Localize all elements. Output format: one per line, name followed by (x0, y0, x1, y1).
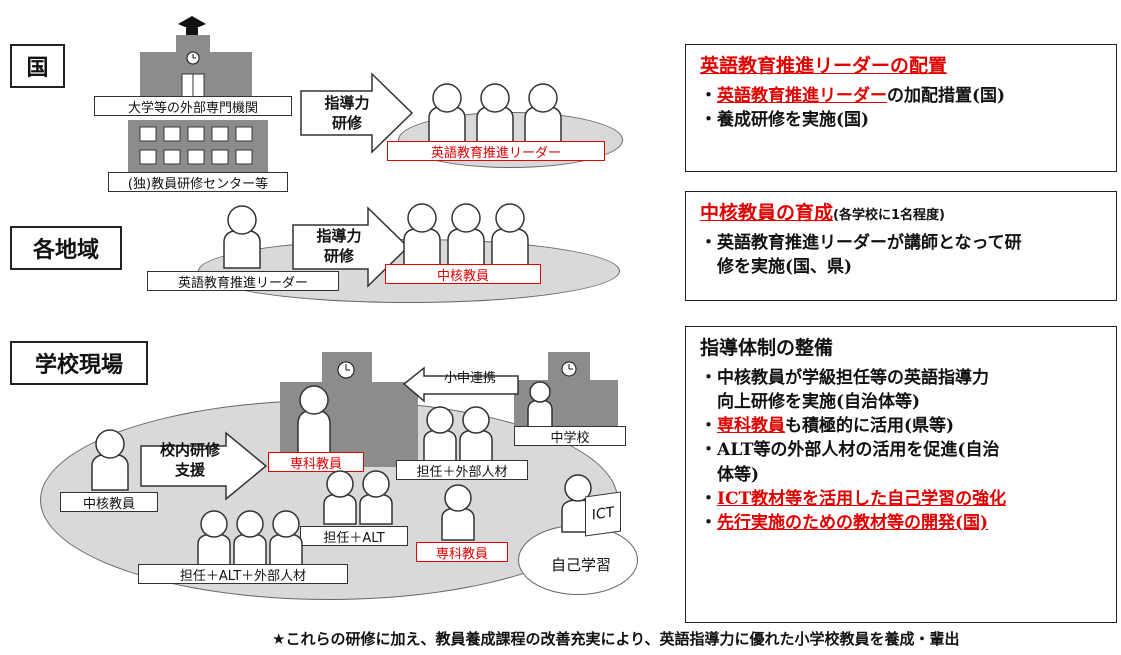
university-building-icon (140, 16, 252, 101)
core-teacher-label-regional: 中核教員 (385, 264, 541, 284)
leader-figures-icon (428, 83, 562, 147)
homeroom-external-figures-icon (423, 406, 493, 463)
homeroom-alt-external-label: 担任＋ALT＋外部人材 (138, 564, 348, 584)
school-core-teacher-figure-icon (91, 429, 129, 491)
panel2-heading: 中核教員の育成(各学校に1名程度) (700, 202, 945, 224)
panel-core-teacher-training: 中核教員の育成(各学校に1名程度) ・英語教育推進リーダーが講師となって研 修を… (685, 191, 1117, 301)
specialist-label-1: 専科教員 (268, 452, 364, 472)
panel-teaching-system: 指導体制の整備 ・中核教員が学級担任等の英語指導力 向上研修を実施(自治体等) … (685, 326, 1117, 623)
ict-device: ICT (585, 491, 621, 537)
specialist-figure-icon (441, 484, 475, 541)
training-arrow-text: 指導力研修 (324, 94, 370, 133)
homeroom-alt-figures-icon (323, 470, 393, 525)
panel3-item1: ・中核教員が学級担任等の英語指導力 向上研修を実施(自治体等) (700, 368, 989, 413)
homeroom-alt-label: 担任＋ALT (300, 526, 408, 546)
junior-high-building-icon (514, 352, 618, 433)
homeroom-alt-external-figures-icon (197, 510, 303, 567)
panel3-item5: ・先行実施のための教材等の開発(国) (700, 512, 989, 533)
junior-high-label: 中学校 (514, 426, 626, 446)
panel-leader-placement: 英語教育推進リーダーの配置 ・英語教育推進リーダーの加配措置(国) ・養成研修を… (685, 44, 1117, 172)
panel1-heading: 英語教育推進リーダーの配置 (700, 55, 948, 77)
level-school: 学校現場 (10, 341, 148, 385)
panel1-item2: ・養成研修を実施(国) (700, 110, 870, 131)
panel3-item2: ・専科教員も積極的に活用(県等) (700, 416, 955, 437)
regional-arrow-text: 指導力研修 (316, 227, 362, 266)
level-national: 国 (10, 44, 65, 88)
panel3-item4: ・ICT教材等を活用した自己学習の強化 (700, 488, 1007, 509)
self-study-label: 自己学習 (550, 556, 611, 574)
panel2-item1: ・英語教育推進リーダーが講師となって研 修を実施(国、県) (700, 233, 1022, 278)
training-arrow-icon (300, 72, 414, 154)
core-teacher-figures-icon (403, 203, 529, 267)
regional-leader-figure-icon (223, 205, 261, 269)
school-support-arrow-icon (140, 431, 268, 501)
homeroom-external-label: 担任＋外部人材 (396, 460, 528, 480)
panel3-item3: ・ALT等の外部人材の活用を促進(自治 体等) (700, 440, 1000, 485)
footer-note: ★これらの研修に加え、教員養成課程の改善充実により、英語指導力に優れた小学校教員… (272, 630, 960, 648)
school-core-teacher-label: 中核教員 (60, 492, 158, 512)
school-link-arrow-icon (402, 366, 519, 403)
specialist-label-2: 専科教員 (416, 542, 508, 562)
panel1-item1: ・英語教育推進リーダーの加配措置(国) (700, 86, 1006, 106)
level-regional: 各地域 (10, 226, 122, 270)
university-label: 大学等の外部専門機関 (94, 96, 292, 116)
self-study-ellipse (518, 525, 638, 595)
panel3-heading: 指導体制の整備 (700, 337, 834, 359)
training-center-building-icon (128, 120, 268, 174)
school-link-label: 小中連携 (443, 371, 496, 386)
school-support-arrow-text: 校内研修支援 (159, 441, 220, 480)
training-center-label: (独)教員研修センター等 (108, 172, 288, 192)
leader-label-regional: 英語教育推進リーダー (147, 271, 339, 291)
leader-label-national: 英語教育推進リーダー (387, 141, 605, 161)
